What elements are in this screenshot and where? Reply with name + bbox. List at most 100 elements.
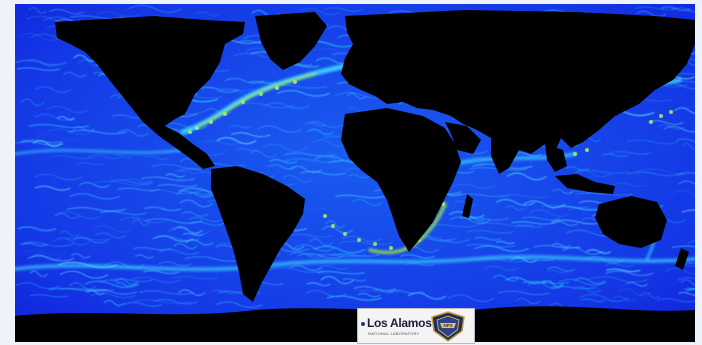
japan-land (611, 88, 625, 116)
eddy-swirl (72, 237, 108, 244)
eddy-swirl (529, 209, 570, 217)
eddy-swirl (18, 32, 63, 41)
eddy-swirl (204, 108, 232, 115)
eddy-swirl (474, 245, 529, 253)
eddy-swirl (299, 170, 346, 176)
eddy-swirl (492, 274, 519, 282)
eddy-swirl (315, 155, 340, 159)
eddy-swirl (636, 168, 695, 175)
eddy-swirl (29, 294, 69, 298)
eddy-swirl (133, 299, 193, 304)
eddy-swirl (324, 7, 364, 12)
eddy-swirl (22, 250, 67, 256)
eddy-swirl (686, 9, 695, 13)
eddy-swirl (617, 288, 652, 297)
eddy-swirl (181, 211, 209, 217)
eddy-swirl (95, 232, 126, 239)
eddy-swirl (299, 7, 342, 16)
eddy-swirl (289, 252, 325, 258)
eddy-swirl (687, 240, 695, 245)
eddy-swirl (99, 211, 147, 215)
eddy-swirl (625, 281, 648, 287)
eddy-swirl (49, 155, 95, 160)
eddy-swirl (612, 182, 647, 188)
eddy-swirl (612, 295, 637, 302)
eddy-swirl (673, 107, 695, 114)
eddy-swirl (135, 254, 154, 259)
eddy-swirl (16, 67, 61, 71)
eddy-swirl (665, 267, 695, 275)
eddy-swirl (335, 194, 385, 199)
eddy-swirl (635, 10, 667, 17)
eddy-dot (259, 92, 263, 96)
eddy-swirl (351, 199, 383, 206)
eurasia-land (341, 10, 695, 154)
eddy-swirl (357, 292, 381, 298)
eddy-swirl (264, 102, 310, 109)
eddy-swirl (552, 189, 574, 194)
eddy-swirl (505, 276, 546, 285)
eddy-swirl (342, 278, 367, 282)
eddy-swirl (94, 180, 154, 186)
eddy-swirl (681, 262, 695, 267)
eddy-swirl (498, 290, 550, 295)
eddy-swirl (452, 183, 496, 189)
eddy-swirl (681, 142, 695, 151)
eddy-dot (331, 224, 335, 228)
eddy-swirl (22, 242, 48, 247)
eddy-dot (573, 152, 577, 156)
india-land (491, 136, 519, 174)
scandinavia-land (367, 18, 407, 60)
eddy-swirl (677, 277, 695, 281)
eddy-swirl (140, 176, 196, 181)
eddy-swirl (312, 245, 366, 254)
eddy-swirl (130, 276, 182, 283)
eddy-swirl (110, 179, 153, 185)
eddy-swirl (118, 129, 150, 137)
africa-land (341, 108, 461, 252)
eddy-swirl (18, 241, 74, 247)
eddy-swirl (21, 139, 64, 144)
eddy-swirl (399, 254, 435, 259)
eddy-swirl (521, 216, 560, 221)
eddy-swirl (297, 253, 345, 259)
antarctica-land (15, 306, 695, 342)
eddy-swirl (151, 164, 209, 170)
eddy-swirl (573, 277, 606, 285)
eddy-swirl (66, 206, 127, 212)
eddy-swirl (496, 240, 515, 245)
eddy-swirl (558, 279, 607, 286)
eddy-swirl (93, 225, 132, 233)
eddy-swirl (267, 164, 297, 170)
eddy-swirl (28, 124, 89, 129)
eddy-swirl (307, 253, 367, 258)
eddy-swirl (449, 216, 491, 224)
eddy-swirl (465, 230, 515, 234)
eddy-swirl (15, 59, 67, 66)
eddy-dot (585, 148, 589, 152)
eddy-dot (188, 130, 192, 134)
eddy-swirl (289, 165, 322, 173)
eddy-dot (357, 238, 361, 242)
eddy-swirl (28, 7, 48, 14)
eddy-swirl (178, 289, 206, 296)
eddy-swirl (500, 194, 550, 198)
eddy-swirl (339, 240, 393, 246)
eddy-dot (293, 80, 297, 84)
eddy-swirl (572, 286, 602, 293)
eddy-swirl (110, 278, 153, 282)
eddy-swirl (634, 6, 677, 11)
eddy-swirl (681, 209, 695, 213)
eddy-swirl (305, 290, 348, 297)
eddy-swirl (175, 190, 216, 198)
eddy-swirl (20, 98, 44, 106)
eddy-swirl (511, 221, 555, 225)
eddy-dot (669, 110, 673, 114)
eddy-dot (343, 232, 347, 236)
eddy-swirl (602, 153, 629, 157)
eddy-swirl (35, 86, 72, 93)
eddy-swirl (467, 217, 485, 222)
eddy-swirl (142, 269, 180, 275)
eddy-swirl (35, 133, 87, 141)
eddy-swirl (626, 171, 683, 177)
